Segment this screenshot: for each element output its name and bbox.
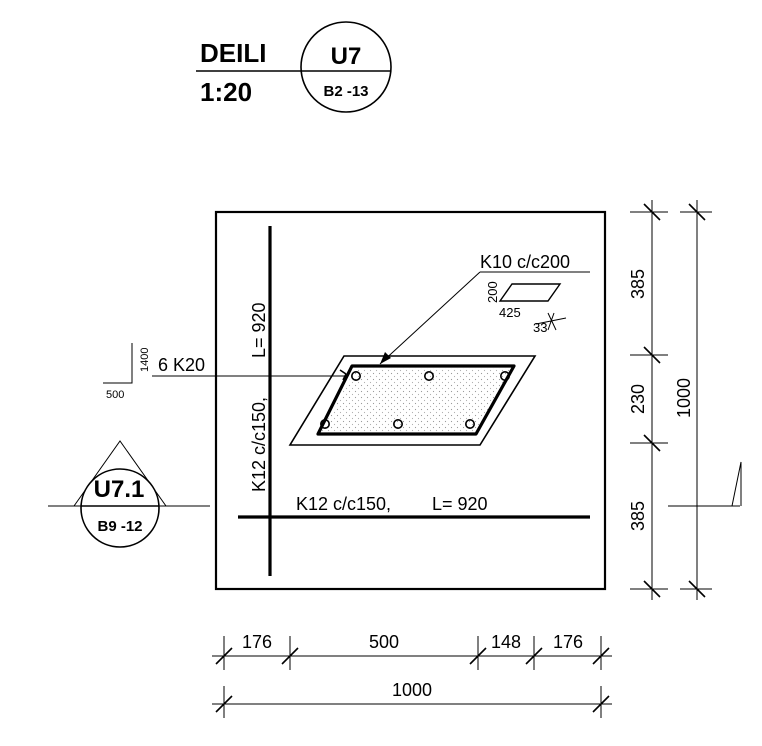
stirrup-height-dim: 200 — [485, 281, 500, 303]
main-bar — [350, 370, 361, 381]
dim-tick — [643, 203, 661, 221]
vertical-dimensions: 385 230 385 1000 — [628, 200, 712, 600]
dim-value: 500 — [369, 632, 399, 652]
main-bars-group — [319, 370, 510, 429]
dim-value: 148 — [491, 632, 521, 652]
bar-bend-sketch — [103, 343, 133, 384]
bar-bend-horizontal: 500 — [106, 389, 124, 401]
dim-tick — [592, 695, 610, 713]
stirrup-hook-sketch — [535, 312, 567, 331]
concrete-element-outline — [214, 210, 607, 591]
dim-value: 230 — [628, 384, 648, 414]
elevation-flag — [731, 461, 742, 507]
horizontal-length-label: L= 920 — [432, 494, 488, 514]
dim-total-value: 1000 — [392, 680, 432, 700]
dim-tick — [592, 647, 610, 665]
dim-tick — [643, 346, 661, 364]
dim-tick — [215, 695, 233, 713]
main-bar — [499, 370, 510, 381]
dim-value: 176 — [242, 632, 272, 652]
dim-tick — [643, 434, 661, 452]
dim-value: 385 — [628, 269, 648, 299]
main-bar — [464, 418, 475, 429]
dim-tick — [688, 203, 706, 221]
main-bars-callout: 6 K20 1400 500 — [103, 343, 346, 401]
section-circle — [80, 468, 160, 548]
section-sheet-ref: B9 -12 — [97, 518, 142, 535]
embedded-section-outline — [288, 355, 537, 446]
main-bar — [319, 418, 330, 429]
detail-sheet-ref: B2 -13 — [323, 83, 368, 100]
title-block: DEILI 1:20 U7 B2 -13 — [196, 21, 392, 113]
dim-value: 385 — [628, 501, 648, 531]
stirrup-label: K10 c/c200 — [480, 252, 570, 272]
detail-label: DEILI — [200, 38, 266, 68]
stirrup-callout: K10 c/c200 — [379, 252, 590, 365]
elevation-mark — [668, 461, 742, 507]
dim-tick — [688, 580, 706, 598]
stirrup-loop — [316, 364, 516, 436]
embedded-section-concrete — [321, 368, 512, 432]
stirrup-hook — [339, 369, 347, 381]
dim-tick — [215, 647, 233, 665]
scale-label: 1:20 — [200, 77, 252, 107]
leader-arrowhead — [380, 352, 391, 364]
detail-circle — [300, 21, 392, 113]
vertical-bars-label: K12 c/c150, — [249, 397, 269, 492]
main-bar — [423, 370, 434, 381]
dim-value: 176 — [553, 632, 583, 652]
section-id: U7.1 — [94, 476, 145, 503]
stirrup-shape-sketch: 200 425 33 — [485, 281, 567, 335]
dim-tick — [281, 647, 299, 665]
dim-tick — [643, 580, 661, 598]
detail-id: U7 — [331, 43, 362, 70]
stirrup-shape-outline — [498, 283, 562, 302]
horizontal-dimensions: 176 500 148 176 1000 — [212, 632, 612, 718]
stirrup-leader — [379, 271, 481, 365]
section-marker: U7.1 B9 -12 — [48, 440, 210, 548]
dim-total-value: 1000 — [674, 378, 694, 418]
dim-tick — [469, 647, 487, 665]
horizontal-bars-label: K12 c/c150, — [296, 494, 391, 514]
vertical-length-label: L= 920 — [249, 302, 269, 358]
stirrup-width-dim: 425 — [499, 305, 521, 320]
main-bars-label: 6 K20 — [158, 355, 205, 375]
bar-bend-vertical: 1400 — [139, 348, 151, 372]
main-bar — [392, 418, 403, 429]
dim-tick — [525, 647, 543, 665]
